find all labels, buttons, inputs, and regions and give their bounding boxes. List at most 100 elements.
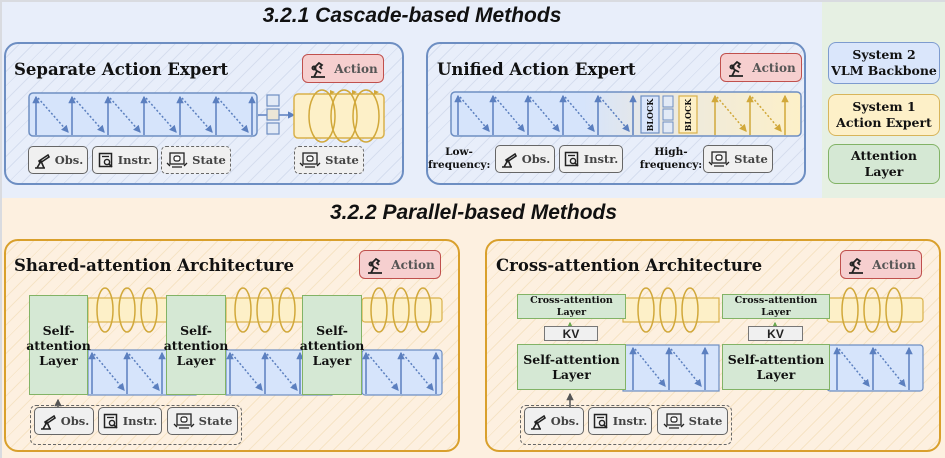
telescope-icon (501, 152, 517, 168)
obs-input: Obs. (524, 407, 584, 435)
state-input: State (161, 146, 231, 174)
autoregressive-arrow (73, 97, 105, 133)
robot-arm-icon (849, 257, 864, 274)
cross-inputs-group (520, 405, 732, 445)
action-label: Action (872, 257, 916, 272)
autoregressive-arrow (599, 96, 630, 132)
legend-label: System 2 (852, 47, 916, 63)
shared-panel-title: Shared-attention Architecture (14, 256, 295, 275)
parallel-section-title: 3.2.2 Parallel-based Methods (329, 201, 618, 224)
robot-arm-icon (729, 60, 744, 77)
autoregressive-arrow (494, 96, 525, 132)
autoregressive-arrow (217, 97, 249, 133)
instr-input: Instr. (98, 407, 162, 435)
diffusion-loop (330, 89, 358, 143)
legend-label: System 1 (852, 99, 916, 115)
instr-input: Instr. (588, 407, 652, 435)
latent-tokens (258, 94, 296, 135)
latent-token (266, 108, 280, 121)
block-expert (678, 95, 698, 134)
document-search-icon (103, 413, 118, 429)
block-label: BLOCK (645, 98, 655, 132)
unified-panel-title: Unified Action Expert (437, 60, 636, 79)
document-search-icon (564, 151, 579, 167)
autoregressive-arrow (751, 96, 782, 132)
unified-backbone: BLOCK BLOCK (450, 91, 802, 137)
instr-label: Instr. (117, 153, 153, 167)
separate-vlm-backbone (28, 92, 258, 137)
document-search-icon (593, 413, 608, 429)
unified-block (450, 91, 802, 137)
obs-input: Obs. (28, 146, 88, 174)
kv-cache: KV (544, 326, 598, 341)
unified-action-output: Action (720, 53, 802, 82)
expert-strip (361, 297, 443, 323)
state-label: State (325, 153, 359, 167)
obs-label: Obs. (521, 152, 551, 166)
robot-icon (663, 413, 685, 429)
vlm-block (28, 92, 258, 137)
telescope-icon (40, 414, 56, 430)
separate-action-expert (293, 89, 385, 143)
state-label: State (192, 153, 226, 167)
shared-action-output: Action (359, 250, 441, 279)
autoregressive-arrow (145, 97, 177, 133)
state-label: State (688, 414, 723, 428)
instr-label: Instr. (583, 152, 619, 166)
high-frequency-label: High-frequency: (639, 146, 703, 172)
latent-token (662, 108, 674, 121)
instr-input: Instr. (559, 145, 623, 173)
separate-panel-title: Separate Action Expert (14, 60, 229, 79)
expert-block (293, 93, 385, 139)
legend-label: VLM Backbone (831, 63, 937, 78)
diffusion-loop (308, 89, 336, 143)
autoregressive-arrow (564, 96, 595, 132)
legend-label: Layer (864, 164, 904, 179)
autoregressive-arrow (459, 96, 490, 132)
instr-label: Instr. (612, 414, 648, 428)
instr-label: Instr. (122, 414, 158, 428)
action-label: Action (752, 60, 796, 75)
block-label: BLOCK (683, 98, 693, 132)
autoregressive-arrow (181, 97, 213, 133)
cascade-section-title: 3.2.1 Cascade-based Methods (262, 4, 562, 27)
legend-label: Attention (850, 148, 917, 164)
state-input: State (657, 407, 728, 435)
autoregressive-arrow (109, 97, 141, 133)
cross-diagram (566, 287, 924, 407)
latent-token (266, 122, 280, 135)
action-label: Action (391, 257, 435, 272)
obs-label: Obs. (550, 414, 580, 428)
telescope-icon (34, 153, 50, 169)
state-input: State (703, 145, 773, 173)
legend-label: Action Expert (836, 115, 932, 130)
shared-inputs-group (30, 405, 242, 445)
state-label: State (734, 152, 768, 166)
autoregressive-arrow (716, 96, 747, 132)
robot-icon (299, 152, 321, 168)
kv-cache: KV (748, 326, 803, 341)
block-vlm (640, 95, 660, 134)
robot-icon (708, 151, 730, 167)
expert-state-input: State (294, 146, 364, 174)
telescope-icon (530, 414, 546, 430)
latent-token (266, 94, 280, 107)
state-label: State (198, 414, 233, 428)
obs-input: Obs. (495, 145, 555, 173)
autoregressive-arrow (37, 97, 69, 133)
autoregressive-arrow (529, 96, 560, 132)
action-label: Action (334, 61, 378, 76)
cross-panel-title: Cross-attention Architecture (496, 256, 763, 275)
obs-label: Obs. (54, 153, 84, 167)
robot-icon (173, 413, 195, 429)
